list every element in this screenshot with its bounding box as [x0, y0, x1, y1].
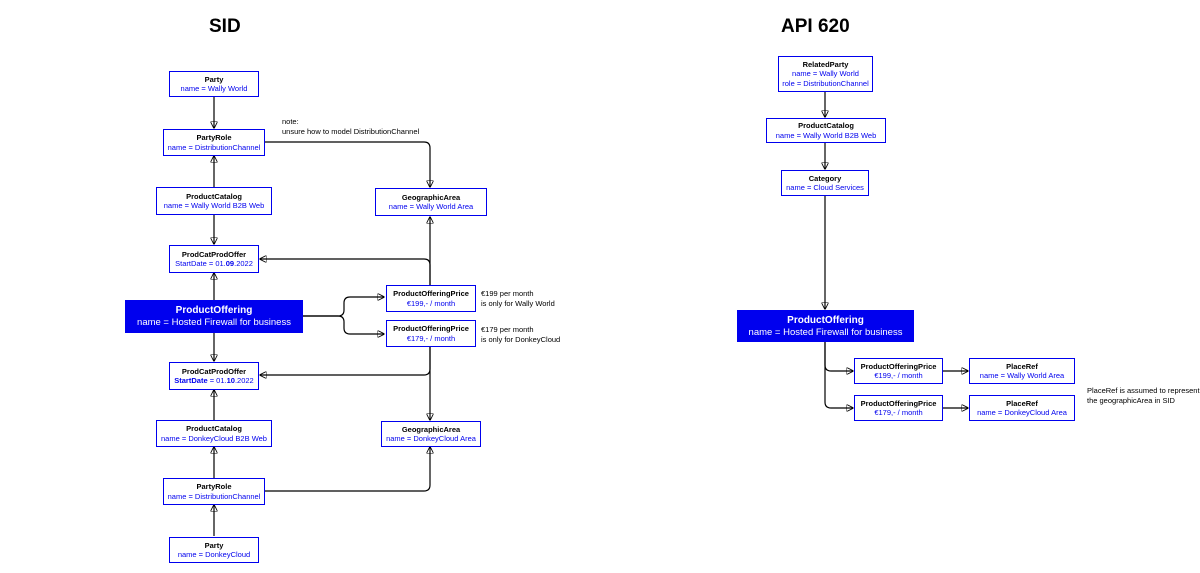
api-category[interactable]: Category name = Cloud Services	[781, 170, 869, 196]
api-productofferingprice-199[interactable]: ProductOfferingPrice €199,- / month	[854, 358, 943, 384]
box-value: name = Hosted Firewall for business	[137, 317, 291, 328]
sid-productoffering[interactable]: ProductOffering name = Hosted Firewall f…	[125, 300, 303, 333]
edge-partyrole-ww-to-geo-ww	[265, 141, 430, 187]
box-name: ProductOfferingPrice	[860, 398, 937, 408]
box-value: €199,- / month	[406, 298, 456, 308]
api-productofferingprice-179[interactable]: ProductOfferingPrice €179,- / month	[854, 395, 943, 421]
value-bold-part: 10	[226, 376, 235, 385]
sid-partyrole-wallyworld[interactable]: PartyRole name = DistributionChannel	[163, 129, 265, 156]
box-name: ProductCatalog	[186, 191, 242, 201]
edge-offering-to-price-179	[303, 315, 384, 334]
box-name: ProductCatalog	[186, 424, 242, 433]
box-value: StartDate = 01.10.2022	[174, 376, 253, 386]
note-line: the geographicArea in SID	[1087, 395, 1175, 405]
sid-party-wallyworld[interactable]: Party name = Wally World	[169, 71, 259, 97]
box-name: ProductOfferingPrice	[393, 289, 469, 298]
box-name: Category	[808, 173, 842, 183]
box-value: name = Cloud Services	[786, 183, 864, 192]
box-name: Party	[204, 74, 224, 84]
note-line: PlaceRef is assumed to represent	[1087, 386, 1200, 395]
box-value: name = DistributionChannel	[167, 491, 261, 501]
box-value: name = Wally World	[792, 69, 859, 79]
api-productoffering[interactable]: ProductOffering name = Hosted Firewall f…	[737, 310, 914, 342]
edge-price-199-to-pcpo-ww	[260, 259, 431, 285]
api-title: API 620	[781, 16, 850, 37]
value-part: .2022	[234, 259, 253, 268]
box-value: name = DonkeyCloud Area	[386, 434, 476, 443]
api-relatedparty[interactable]: RelatedParty name = Wally World role = D…	[778, 56, 873, 92]
box-value: name = DonkeyCloud	[177, 550, 251, 559]
box-name: PlaceRef	[1006, 361, 1038, 371]
note-distributionchannel: note: unsure how to model DistributionCh…	[282, 117, 419, 136]
note-line: unsure how to model DistributionChannel	[282, 126, 420, 136]
box-name: ProductOffering	[787, 314, 864, 326]
box-value: name = Wally World B2B Web	[775, 130, 877, 140]
box-name: RelatedParty	[802, 59, 849, 69]
box-value: name = Hosted Firewall for business	[748, 326, 903, 338]
api-productcatalog[interactable]: ProductCatalog name = Wally World B2B We…	[766, 118, 886, 143]
box-value: name = Wally World	[180, 84, 248, 93]
box-value: name = Wally World Area	[388, 202, 474, 211]
box-name: ProductCatalog	[798, 121, 854, 130]
value-part: = 01.	[207, 376, 227, 385]
note-price-199: €199 per month is only for Wally World	[481, 289, 555, 308]
edge-offering-to-price-179-api	[824, 342, 853, 408]
sid-party-donkeycloud[interactable]: Party name = DonkeyCloud	[169, 537, 259, 563]
box-name: ProductOfferingPrice	[860, 361, 937, 371]
note-line: is only for Wally World	[481, 298, 555, 308]
box-name: ProdCatProdOffer	[181, 249, 247, 259]
sid-geographicarea-wallyworld[interactable]: GeographicArea name = Wally World Area	[375, 188, 487, 216]
box-name: GeographicArea	[401, 424, 461, 434]
note-line: €199 per month	[481, 289, 534, 298]
sid-productcatalog-donkeycloud[interactable]: ProductCatalog name = DonkeyCloud B2B We…	[156, 420, 272, 447]
sid-productofferingprice-199[interactable]: ProductOfferingPrice €199,- / month	[386, 285, 476, 312]
box-name: PartyRole	[196, 482, 232, 491]
sid-partyrole-donkeycloud[interactable]: PartyRole name = DistributionChannel	[163, 478, 265, 505]
api-placeref-wallyworld[interactable]: PlaceRef name = Wally World Area	[969, 358, 1075, 384]
box-value: name = DonkeyCloud Area	[977, 408, 1067, 417]
box-name: PlaceRef	[1006, 398, 1038, 408]
api-placeref-donkeycloud[interactable]: PlaceRef name = DonkeyCloud Area	[969, 395, 1075, 421]
box-value: name = DonkeyCloud B2B Web	[161, 433, 267, 443]
sid-geographicarea-donkeycloud[interactable]: GeographicArea name = DonkeyCloud Area	[381, 421, 481, 447]
box-value: €179,- / month	[874, 408, 923, 417]
box-value: €179,- / month	[406, 333, 456, 343]
value-bold-part: StartDate	[174, 376, 208, 385]
sid-title: SID	[209, 16, 241, 37]
edge-partyrole-dc-to-geo-dc	[265, 447, 430, 492]
note-line: note:	[282, 117, 299, 126]
edge-offering-to-price-199-api	[824, 342, 853, 371]
note-line: €179 per month	[481, 325, 534, 334]
sid-prodcatprodoffer-wallyworld[interactable]: ProdCatProdOffer StartDate = 01.09.2022	[169, 245, 259, 273]
box-value: €199,- / month	[874, 371, 923, 380]
box-value: name = Wally World B2B Web	[163, 201, 265, 210]
value-bold-part: 09	[225, 259, 235, 268]
box-name: PartyRole	[196, 133, 232, 142]
box-name: Party	[204, 540, 224, 550]
sid-productofferingprice-179[interactable]: ProductOfferingPrice €179,- / month	[386, 320, 476, 347]
value-part: StartDate = 01.	[175, 259, 226, 268]
box-name: ProductOffering	[175, 305, 253, 316]
note-price-179: €179 per month is only for DonkeyCloud	[481, 325, 560, 344]
sid-productcatalog-wallyworld[interactable]: ProductCatalog name = Wally World B2B We…	[156, 187, 272, 215]
box-value: name = DistributionChannel	[167, 142, 261, 152]
box-value: StartDate = 01.09.2022	[175, 259, 253, 269]
edge-offering-to-price-199	[303, 297, 384, 317]
box-name: GeographicArea	[401, 192, 461, 202]
note-line: is only for DonkeyCloud	[481, 334, 561, 344]
box-name: ProductOfferingPrice	[393, 324, 469, 333]
sid-prodcatprodoffer-donkeycloud[interactable]: ProdCatProdOffer StartDate = 01.10.2022	[169, 362, 259, 390]
edge-price-179-to-pcpo-dc	[260, 347, 431, 375]
box-name: ProdCatProdOffer	[181, 366, 247, 376]
box-value: name = Wally World Area	[979, 371, 1065, 380]
note-placeref: PlaceRef is assumed to represent the geo…	[1087, 386, 1200, 405]
value-part: .2022	[234, 376, 254, 385]
box-value: role = DistributionChannel	[782, 78, 869, 88]
